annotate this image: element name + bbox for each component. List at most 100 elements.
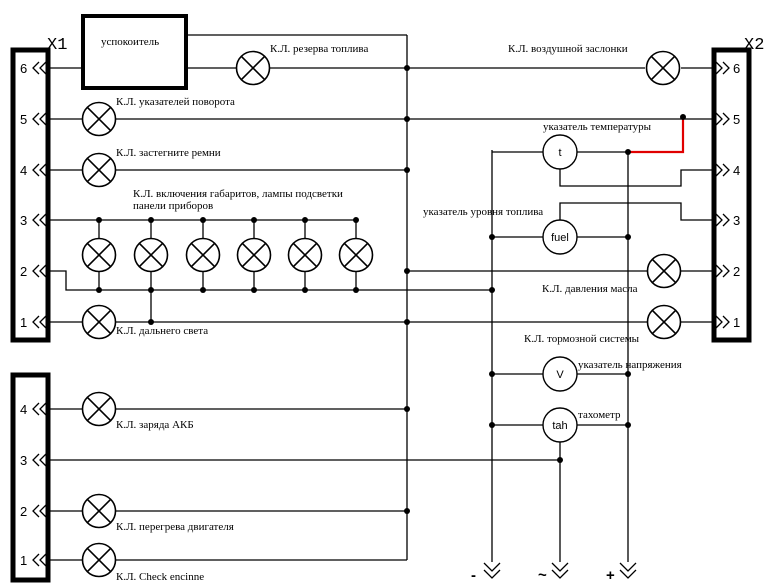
lamp-parking-5-icon (287, 237, 323, 273)
connector-x1-body (10, 47, 51, 343)
relay-component: успокоитель (81, 14, 188, 90)
x1-socket-icons (32, 61, 47, 329)
lamp-seat-belts-icon (81, 152, 117, 188)
junction-dot (148, 319, 154, 325)
socket-icon (32, 315, 47, 329)
plug-icon (715, 264, 730, 278)
label-fuel-gauge: указатель уровня топлива (423, 206, 543, 218)
junction-dot (353, 217, 359, 223)
plug-icon (715, 163, 730, 177)
label-brake-system: К.Л. тормозной системы (524, 333, 640, 345)
junction-dot (404, 167, 410, 173)
junction-dot (302, 217, 308, 223)
socket-icon (32, 264, 47, 278)
tachometer-gauge-icon (542, 407, 578, 443)
junction-dot (200, 217, 206, 223)
lamp-air-damper-icon (645, 50, 681, 86)
terminal-ac: ~ (538, 562, 569, 584)
highlight-wire (628, 117, 685, 154)
voltage-gauge: V (542, 356, 578, 392)
lower-socket-icons (32, 402, 47, 567)
connector-x2-pin-labels: 6 5 4 3 2 1 (733, 61, 740, 330)
terminal-ac-icon (551, 562, 569, 579)
label-parking-lights-1: К.Л. включения габаритов, лампы подсветк… (133, 188, 343, 200)
lower-pin-label: 4 (20, 402, 27, 417)
junction-dot (353, 287, 359, 293)
fuel-gauge: fuel (542, 219, 578, 255)
terminal-plus: + (606, 562, 637, 584)
lamp-parking-2-icon (133, 237, 169, 273)
label-oil-pressure: К.Л. давления масла (542, 283, 638, 295)
label-air-damper: К.Л. воздушной заслонки (508, 43, 628, 55)
terminal-minus-label: - (471, 567, 476, 584)
tachometer-gauge: tah (542, 407, 578, 443)
relay-label: успокоитель (101, 36, 159, 48)
lamp-parking-3-icon (185, 237, 221, 273)
voltage-gauge-glyph: V (556, 369, 564, 381)
socket-icon (32, 453, 47, 467)
x2-socket-icons (715, 61, 730, 329)
label-tachometer: тахометр (578, 409, 621, 421)
lamp-battery-charge-icon (81, 391, 117, 427)
lamp-engine-overheat-icon (81, 493, 117, 529)
junction-dot (625, 371, 631, 377)
junction-dot (251, 287, 257, 293)
junction-dot (404, 508, 410, 514)
terminal-plus-icon (619, 562, 637, 579)
junction-dot (404, 116, 410, 122)
voltage-gauge-icon (542, 356, 578, 392)
lamp-brake-system-icon (646, 304, 682, 340)
lamp-oil-pressure-icon (646, 253, 682, 289)
socket-icon (32, 163, 47, 177)
tachometer-gauge-glyph: tah (552, 420, 567, 432)
label-seat-belts: К.Л. застегните ремни (116, 147, 221, 159)
x2-pin-label: 2 (733, 264, 740, 279)
fuel-gauge-glyph: fuel (551, 232, 569, 244)
junction-dot (200, 287, 206, 293)
junction-dot (489, 234, 495, 240)
wire (48, 270, 492, 291)
label-engine-overheat: К.Л. перегрева двигателя (116, 521, 234, 533)
connector-lower-body (10, 372, 51, 583)
terminal-minus: - (471, 562, 501, 584)
junction-dot (404, 268, 410, 274)
socket-icon (32, 213, 47, 227)
fuel-gauge-icon (542, 219, 578, 255)
connector-x1-label: X1 (47, 36, 67, 55)
x1-pin-label: 5 (20, 112, 27, 127)
x2-pin-label: 3 (733, 213, 740, 228)
junction-dot (251, 217, 257, 223)
label-temperature-gauge: указатель температуры (543, 121, 652, 133)
relay-box (81, 14, 188, 90)
wires (48, 34, 714, 562)
junction-dot (489, 371, 495, 377)
lamp-fuel-reserve-icon (235, 50, 271, 86)
junction-dots (96, 65, 686, 514)
junction-dot-red (680, 114, 686, 120)
label-turn-signals: К.Л. указателей поворота (116, 96, 235, 108)
x2-pin-label: 1 (733, 315, 740, 330)
lower-pin-label: 1 (20, 553, 27, 568)
junction-dot (148, 287, 154, 293)
junction-dot (404, 319, 410, 325)
junction-dot (96, 287, 102, 293)
lamp-check-engine-icon (81, 542, 117, 578)
lamp-parking-6-icon (338, 237, 374, 273)
connector-x2-label: X2 (744, 36, 764, 55)
label-check-engine: К.Л. Check encinne (116, 571, 204, 583)
lower-pin-label: 2 (20, 504, 27, 519)
x2-pin-label: 4 (733, 163, 740, 178)
lamp-high-beam-icon (81, 304, 117, 340)
junction-dot (625, 149, 631, 155)
lamp-parking-1-icon (81, 237, 117, 273)
labels: К.Л. резерва топлива К.Л. воздушной засл… (116, 43, 682, 583)
connector-lower-pin-labels: 4 3 2 1 (20, 402, 27, 568)
lamps (81, 50, 682, 578)
junction-dot (302, 287, 308, 293)
x1-pin-label: 1 (20, 315, 27, 330)
label-voltage-gauge: указатель напряжения (578, 359, 682, 371)
label-battery-charge: К.Л. заряда АКБ (116, 419, 194, 431)
junction-dot (96, 217, 102, 223)
socket-icon (32, 553, 47, 567)
